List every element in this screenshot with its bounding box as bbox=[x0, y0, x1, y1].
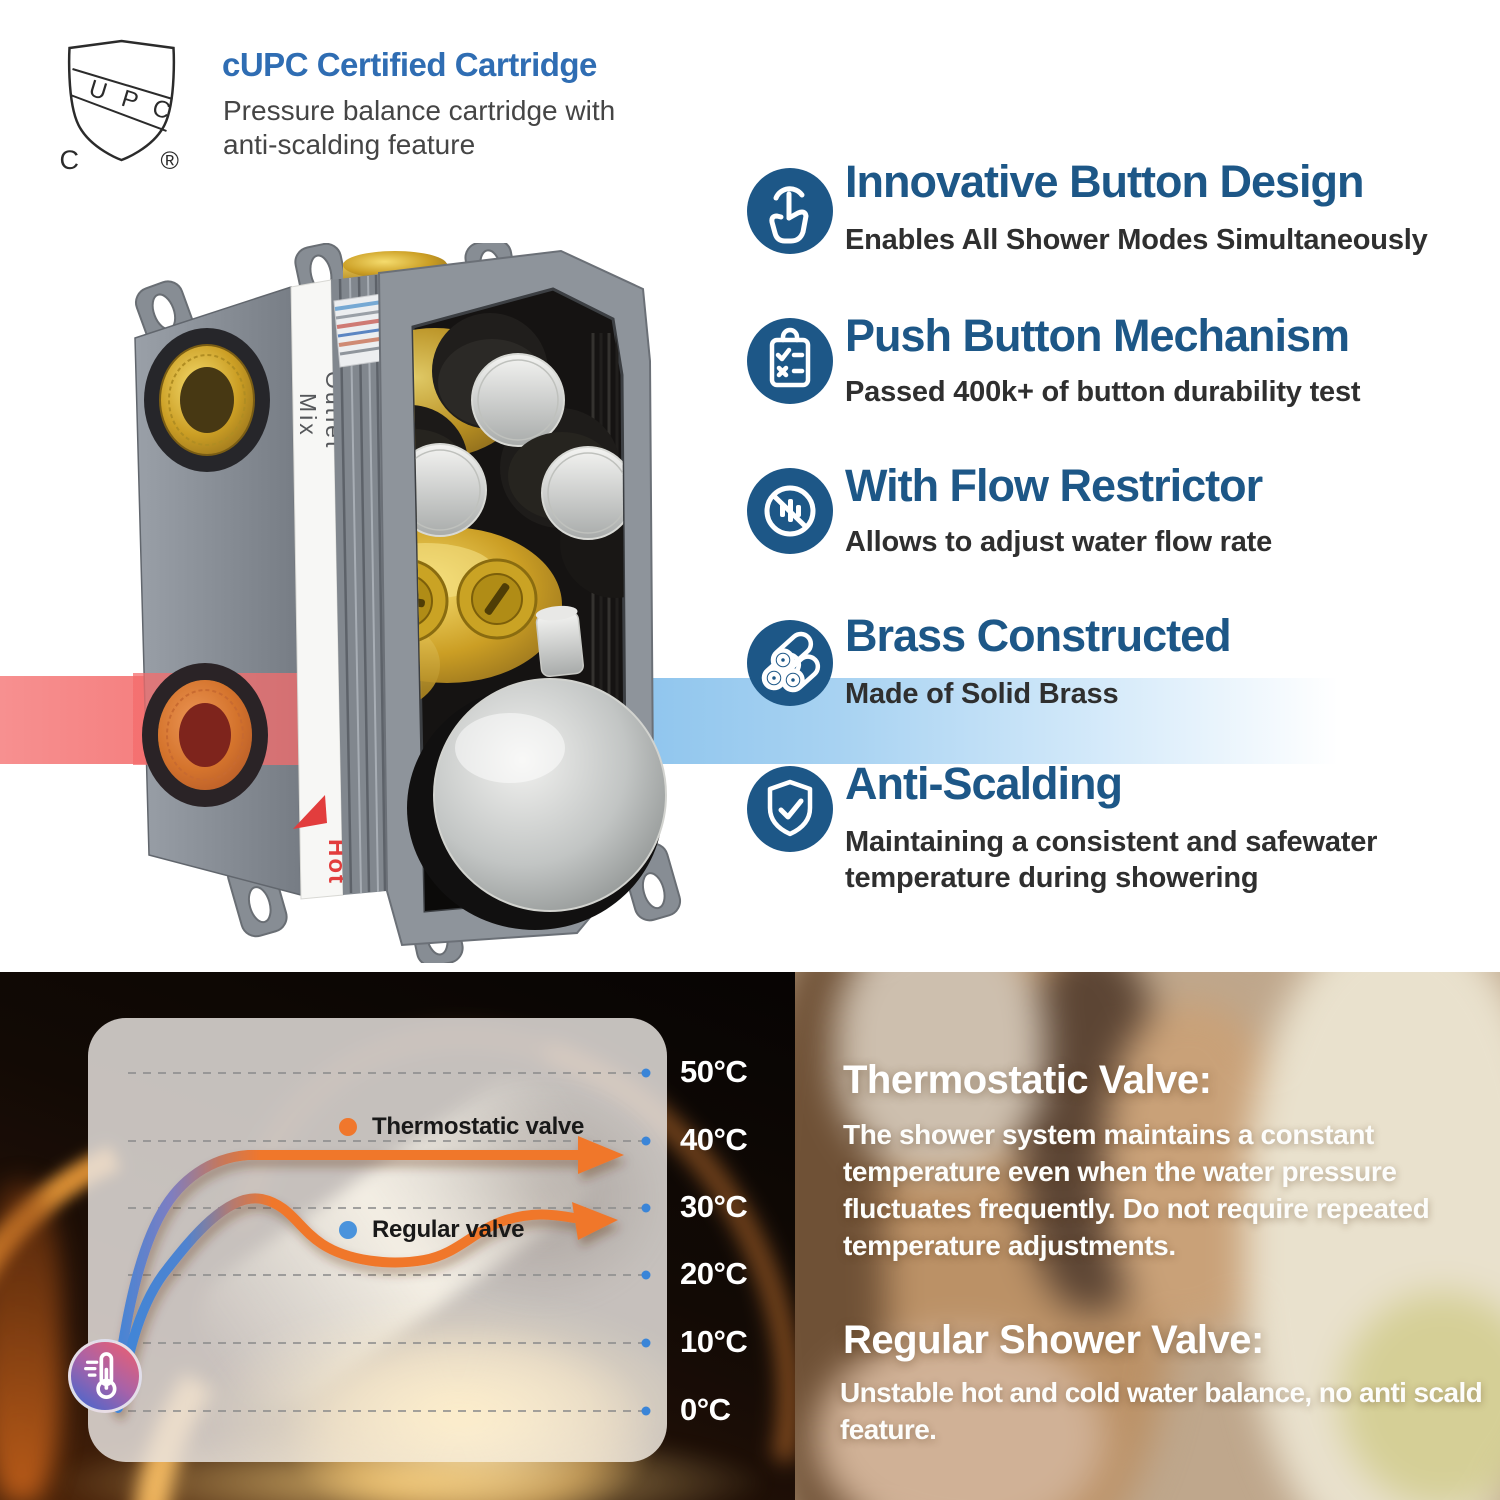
thermostatic-arrow-icon bbox=[578, 1136, 624, 1174]
gridlines bbox=[128, 1072, 642, 1412]
regular-body: Unstable hot and cold water balance, no … bbox=[840, 1377, 1483, 1445]
outlet-port bbox=[144, 328, 270, 472]
cert-subtitle-line1: Pressure balance cartridge with bbox=[223, 95, 616, 126]
top-section: U P C C ® cUPC Certified Cartridge Press… bbox=[0, 39, 1428, 963]
photo-blob bbox=[835, 972, 1045, 1172]
cert-title: cUPC Certified Cartridge bbox=[222, 46, 597, 83]
feature-desc-5: Maintaining a consistent and safewater t… bbox=[845, 826, 1378, 894]
ytick-30: 30°C bbox=[680, 1189, 748, 1224]
cert-subtitle: Pressure balance cartridge with anti-sca… bbox=[223, 94, 615, 162]
legend-dot-thermostatic bbox=[339, 1118, 357, 1136]
chart-section: 50°C 40°C 30°C 20°C 10°C 0°C Thermostati… bbox=[0, 972, 795, 1500]
blurred-shower-photo bbox=[795, 972, 1500, 1500]
valve-interior bbox=[413, 313, 625, 911]
brass-pipes-icon bbox=[747, 620, 833, 706]
thermometer-icon bbox=[84, 1352, 117, 1399]
feature-title-3: With Flow Restrictor bbox=[845, 460, 1263, 511]
thermostatic-valve-curve bbox=[109, 1150, 583, 1409]
glow-streak bbox=[0, 1182, 62, 1500]
ytick-40: 40°C bbox=[680, 1122, 748, 1157]
push-buttons bbox=[413, 339, 625, 540]
legend-label-thermostatic: Thermostatic valve bbox=[372, 1113, 585, 1140]
ytick-20: 20°C bbox=[680, 1256, 748, 1291]
feature-desc-4: Made of Solid Brass bbox=[845, 678, 1119, 710]
temperature-knob bbox=[407, 605, 667, 930]
valve-left-face bbox=[133, 285, 308, 896]
cert-subtitle-line2: anti-scalding feature bbox=[223, 129, 476, 160]
no-flow-icon bbox=[747, 468, 833, 554]
ytick-50: 50°C bbox=[680, 1054, 748, 1089]
feature-title-4: Brass Constructed bbox=[845, 610, 1232, 661]
shield-check-icon bbox=[747, 766, 833, 852]
photo-blob bbox=[1340, 1292, 1500, 1500]
info-section bbox=[795, 972, 1500, 1500]
feature-title-1: Innovative Button Design bbox=[845, 156, 1365, 207]
regular-arrow-icon bbox=[572, 1202, 618, 1240]
tap-gesture-icon bbox=[747, 168, 833, 254]
checklist-clipboard-icon bbox=[747, 318, 833, 404]
regular-valve-curve bbox=[113, 1193, 579, 1413]
feature-title-2: Push Button Mechanism bbox=[845, 310, 1350, 361]
chart-panel bbox=[88, 1018, 667, 1462]
shield-c-text: C bbox=[60, 145, 80, 171]
shield-r-text: ® bbox=[161, 147, 180, 171]
brass-screw-right bbox=[456, 558, 538, 640]
mixed-water-outlet-band bbox=[638, 678, 1338, 764]
thermostatic-heading: Thermostatic Valve: bbox=[843, 1058, 1212, 1102]
valve-fin-edge bbox=[331, 274, 387, 895]
ytick-10: 10°C bbox=[680, 1324, 748, 1359]
feature-title-5: Anti-Scalding bbox=[845, 758, 1123, 809]
thermometer-badge bbox=[68, 1339, 142, 1413]
ytick-0: 0°C bbox=[680, 1392, 731, 1427]
feature-desc-2: Passed 400k+ of button durability test bbox=[845, 376, 1361, 408]
gridline-end-dots bbox=[641, 1068, 651, 1416]
cupc-shield-logo-icon: U P C C ® bbox=[60, 39, 180, 171]
legend-label-regular: Regular valve bbox=[372, 1216, 525, 1243]
valve-product-photo: Outlet Mix Hot bbox=[133, 243, 682, 963]
mix-label: Mix bbox=[295, 393, 321, 438]
feature-desc-1: Enables All Shower Modes Simultaneously bbox=[845, 224, 1428, 256]
thermostatic-body: The shower system maintains a constant t… bbox=[843, 1119, 1430, 1261]
legend-dot-regular bbox=[339, 1221, 357, 1239]
hot-arrow-icon bbox=[293, 795, 327, 829]
feature-desc-3: Allows to adjust water flow rate bbox=[845, 526, 1273, 558]
brass-cartridge bbox=[413, 527, 562, 710]
hot-inlet-port bbox=[142, 663, 268, 807]
regular-heading: Regular Shower Valve: bbox=[843, 1318, 1264, 1362]
photo-blob bbox=[815, 1332, 1105, 1500]
svg-text:Mix: Mix bbox=[295, 393, 321, 438]
